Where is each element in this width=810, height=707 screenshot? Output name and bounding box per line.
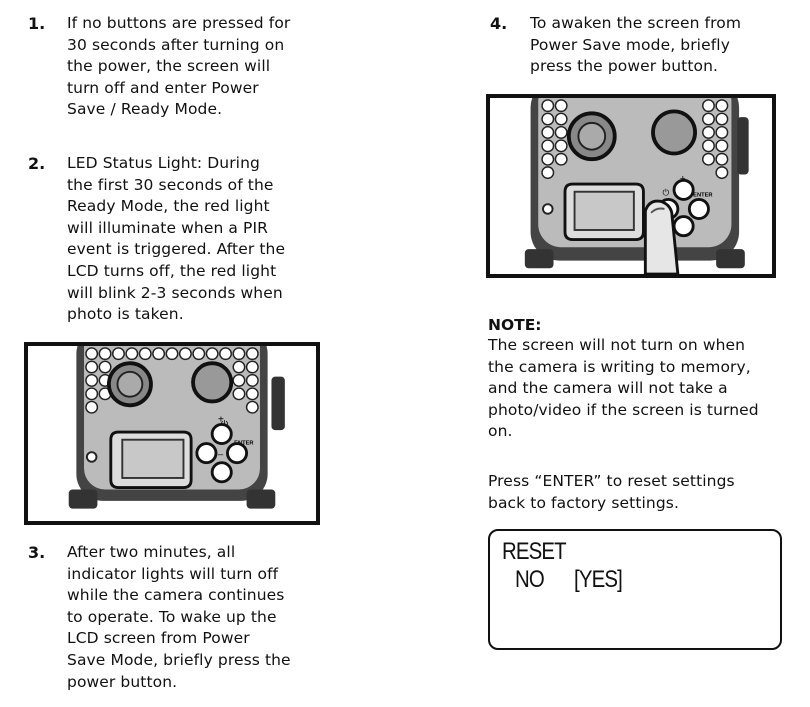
text-line: to operate. To wake up the — [67, 607, 277, 626]
note-heading: NOTE: — [488, 316, 542, 334]
text-line: the camera is writing to memory, — [488, 357, 751, 376]
enter-button — [687, 197, 710, 220]
text-line: If no buttons are pressed for — [67, 14, 291, 32]
enter-button — [226, 442, 249, 465]
pir-sensor — [651, 109, 697, 156]
note-text: The screen will not turn on when the cam… — [488, 335, 798, 443]
text-line: power button. — [67, 672, 178, 691]
step-number: 4. — [490, 14, 508, 33]
text-line: will illuminate when a PIR — [67, 218, 269, 237]
text-line: Save / Ready Mode. — [67, 100, 223, 119]
text-line: After two minutes, all — [67, 543, 236, 561]
text-line: back to factory settings. — [488, 493, 679, 512]
camera-strap — [737, 117, 749, 175]
step-text: After two minutes, all indicator lights … — [67, 542, 347, 693]
camera-strap — [271, 376, 285, 431]
text-line: photo is taken. — [67, 305, 184, 324]
text-line: press the power button. — [530, 57, 719, 76]
text-line: Power Save mode, briefly — [530, 35, 730, 54]
text-line: Save Mode, briefly press the — [67, 650, 291, 669]
text-line: turn off and enter Power — [67, 78, 259, 97]
text-line: LED Status Light: During — [67, 154, 260, 172]
plus-label: + — [218, 414, 224, 426]
up-button — [210, 422, 233, 445]
text-line: Press “ENTER” to reset settings — [488, 472, 735, 490]
led-array — [541, 99, 729, 180]
power-button — [195, 442, 218, 465]
text-line: LCD screen from Power — [67, 629, 250, 648]
text-line: the power, the screen will — [67, 57, 271, 76]
camera-illustration-left: ⏻ + ENTER – — [24, 342, 320, 525]
step-text: If no buttons are pressed for 30 seconds… — [67, 13, 347, 121]
camera-drawing: ⏻ + ENTER – — [68, 346, 285, 509]
text-line: the first 30 seconds of the — [67, 175, 274, 194]
text-line: photo/video if the screen is turned — [488, 400, 759, 419]
camera-drawing: ⏻ + ENTER — [524, 98, 749, 274]
text-line: while the camera continues — [67, 586, 285, 605]
enter-label: ENTER — [234, 440, 254, 446]
text-line: indicator lights will turn off — [67, 564, 279, 583]
text-line: event is triggered. After the — [67, 240, 286, 259]
pir-sensor — [191, 361, 234, 404]
text-line: To awaken the screen from — [530, 14, 742, 32]
finger-icon — [643, 199, 680, 274]
text-line: on. — [488, 422, 513, 441]
step-number: 3. — [28, 543, 46, 562]
step-text: To awaken the screen from Power Save mod… — [530, 13, 800, 78]
step-number: 1. — [28, 14, 46, 33]
led-array — [85, 347, 259, 414]
camera-illustration-right: ⏻ + ENTER — [486, 94, 776, 278]
step-text: LED Status Light: During the first 30 se… — [67, 153, 347, 326]
text-line: will blink 2-3 seconds when — [67, 283, 283, 302]
press-enter-text: Press “ENTER” to reset settings back to … — [488, 471, 798, 514]
step-number: 2. — [28, 154, 46, 173]
text-line: Ready Mode, the red light — [67, 197, 270, 216]
lcd-reset-display: RESET NO [YES] — [488, 529, 782, 650]
text-line: and the camera will not take a — [488, 379, 728, 398]
down-button — [210, 461, 233, 484]
lcd-yes-option: [YES] — [574, 566, 623, 593]
text-line: The screen will not turn on when — [488, 336, 746, 354]
power-symbol-label: ⏻ — [663, 188, 670, 198]
text-line: 30 seconds after turning on — [67, 35, 285, 54]
text-line: LCD turns off, the red light — [67, 261, 277, 280]
enter-label: ENTER — [693, 193, 713, 199]
lcd-reset-label: RESET — [502, 538, 567, 565]
minus-label: – — [218, 449, 224, 460]
down-button — [672, 215, 695, 238]
lcd-no-option: NO — [515, 566, 545, 593]
up-button — [672, 178, 695, 201]
